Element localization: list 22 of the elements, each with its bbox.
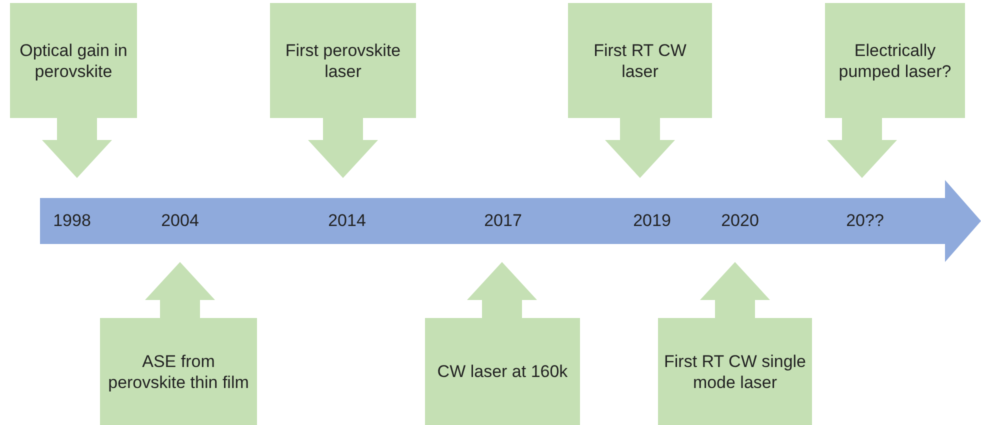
arrow-callout <box>10 3 137 178</box>
year-label: 2004 <box>161 211 199 231</box>
year-label: 2017 <box>484 211 522 231</box>
year-label: 20?? <box>846 211 884 231</box>
callout-text: Optical gain in perovskite <box>18 40 128 82</box>
arrow-callout <box>425 262 580 425</box>
callout-text: First RT CW single mode laser <box>664 350 806 394</box>
arrow-callout <box>100 262 257 425</box>
year-label: 2020 <box>721 211 759 231</box>
callout-text: Electrically pumped laser? <box>838 40 952 82</box>
callout-text: First RT CW laser <box>592 40 688 82</box>
timeline-arrow <box>40 180 981 262</box>
year-label: 2014 <box>328 211 366 231</box>
arrow-callout <box>825 3 965 178</box>
callout-text: ASE from perovskite thin film <box>107 350 250 394</box>
year-label: 2019 <box>633 211 671 231</box>
arrow-callout <box>568 3 712 178</box>
year-label: 1998 <box>53 211 91 231</box>
callout-text: First perovskite laser <box>284 40 402 82</box>
arrow-callout <box>658 262 812 425</box>
arrow-callout <box>270 3 416 178</box>
callout-text: CW laser at 160k <box>436 361 569 383</box>
